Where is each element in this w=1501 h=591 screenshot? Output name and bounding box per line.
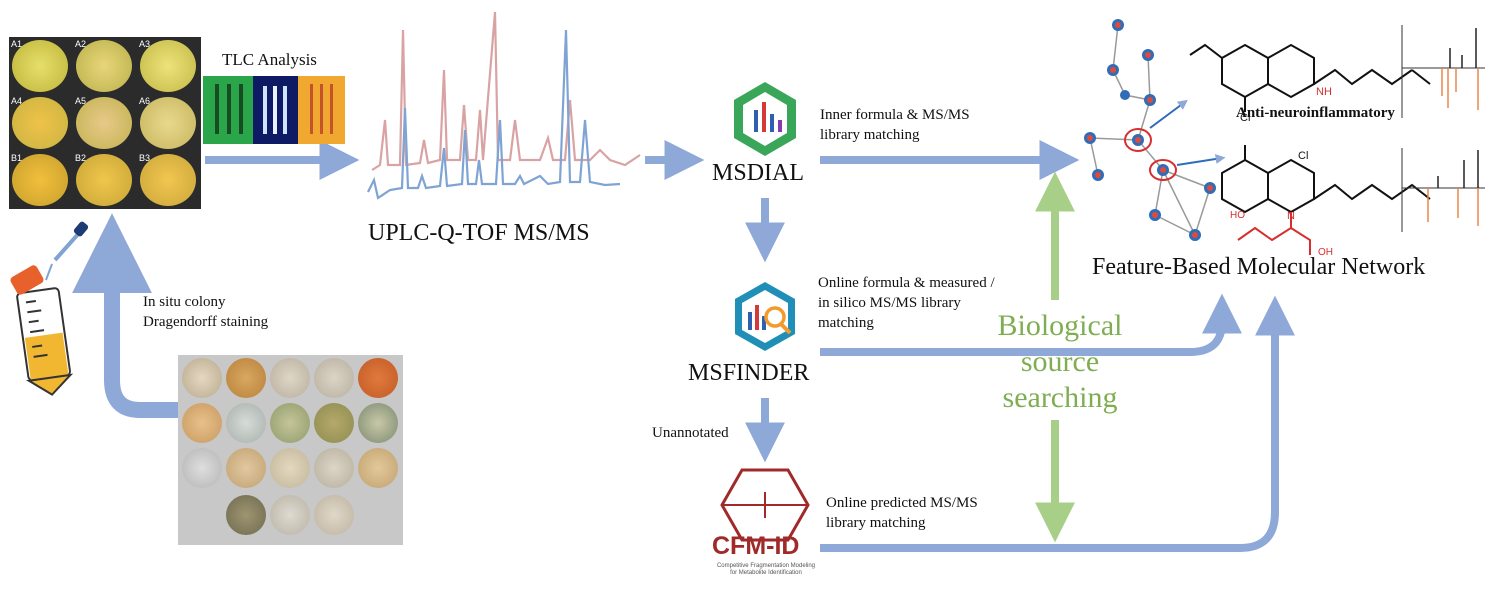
structure-label-cl: Cl [1298, 150, 1309, 162]
plate-label: B2 [75, 153, 87, 163]
msfinder-desc-line-3: matching [818, 315, 874, 331]
cfmid-logo-text: CFM-ID [712, 532, 800, 560]
msdial-description: Inner formula & MS/MS library matching [820, 105, 970, 145]
biological-source-searching-label: Biological source searching [985, 308, 1135, 416]
plate-label: A3 [139, 39, 151, 49]
plate-label: A2 [75, 39, 87, 49]
structure-label-nh: NH [1316, 86, 1332, 98]
structure-label-oh: OH [1318, 247, 1333, 258]
plate-label: A4 [11, 96, 23, 106]
msdial-label: MSDIAL [712, 160, 805, 186]
network-nodes [1084, 19, 1216, 241]
staining-line-1: In situ colony [143, 294, 226, 310]
bio-line-2: source [1020, 345, 1100, 378]
cfmid-sub-line-2: for Metabolite Identification [730, 570, 802, 576]
arrow-staining-to-plates [72, 213, 178, 418]
msdial-desc-line-2: library matching [820, 127, 920, 143]
staining-line-2: Dragendorff staining [143, 314, 269, 330]
structure-label-ho: HO [1230, 210, 1245, 221]
msdial-desc-line-1: Inner formula & MS/MS [820, 107, 970, 123]
highlight-circle [1124, 128, 1152, 152]
structure-label-cl: Cl [1240, 112, 1251, 124]
highlight-circle [1149, 159, 1177, 181]
structure-label-n: N [1287, 210, 1295, 222]
fbmn-label: Feature-Based Molecular Network [1092, 254, 1426, 280]
plate-label: A6 [139, 96, 151, 106]
cfmid-description: Online predicted MS/MS library matching [826, 493, 978, 533]
spectrum-bottom [1401, 148, 1485, 232]
plate-label: A5 [75, 96, 87, 106]
arrow-cfmid-to-network [820, 295, 1295, 552]
uplc-label: UPLC-Q-TOF MS/MS [368, 220, 590, 246]
spectrum-top [1401, 25, 1485, 118]
cfmid-desc-line-2: library matching [826, 515, 926, 531]
anti-neuroinflammatory-label: Anti-neuroinflammatory [1236, 105, 1395, 121]
cfmid-sub-line-1: Competitive Fragmentation Modeling [716, 563, 816, 569]
cfmid-subtitle: Competitive Fragmentation Modeling for M… [706, 563, 826, 577]
unannotated-label: Unannotated [652, 425, 729, 441]
msfinder-desc-line-1: Online formula & measured / [818, 275, 995, 291]
plate-label: B3 [139, 153, 151, 163]
plate-label: A1 [11, 39, 23, 49]
tlc-plate-images [203, 76, 345, 144]
msfinder-desc-line-2: in silico MS/MS library [818, 295, 961, 311]
colony-plate-grid: A1 A2 A3 A4 A5 A6 B1 B2 B3 [9, 37, 201, 209]
bio-line-1: Biological [997, 309, 1123, 342]
plate-label: B1 [11, 153, 23, 163]
msfinder-label: MSFINDER [688, 360, 810, 386]
arrow-msfinder-to-network [820, 293, 1242, 356]
msfinder-description: Online formula & measured / in silico MS… [818, 273, 995, 333]
cfmid-desc-line-1: Online predicted MS/MS [826, 495, 978, 511]
tlc-label: TLC Analysis [222, 50, 317, 69]
chromatogram-trace-blue [367, 29, 621, 200]
bio-line-3: searching [1002, 381, 1118, 414]
stained-colony-grid [178, 355, 403, 545]
staining-label: In situ colony Dragendorff staining [143, 292, 268, 332]
